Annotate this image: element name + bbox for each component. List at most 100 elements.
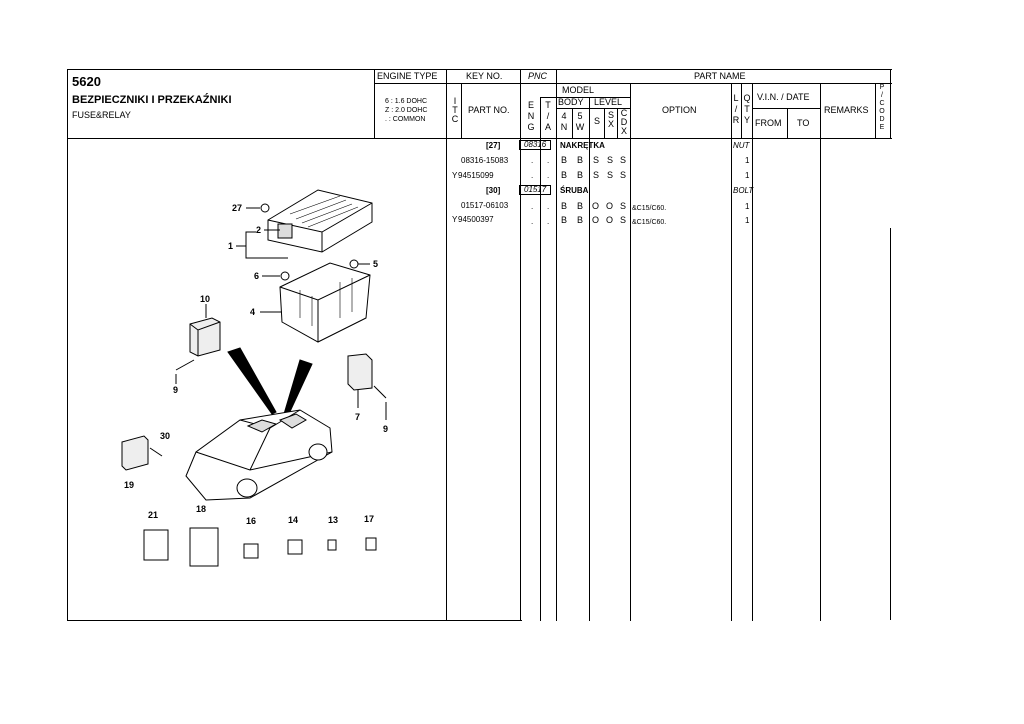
part-level-sx: O xyxy=(606,215,614,225)
part-ta: . xyxy=(547,217,550,226)
part-no: 94515099 xyxy=(458,171,494,180)
part-body-w: B xyxy=(577,215,584,225)
callout-1: 1 xyxy=(228,241,233,251)
callout-9a: 9 xyxy=(173,385,178,395)
header-divider-left xyxy=(67,138,447,139)
part-ta: . xyxy=(547,156,550,165)
header-eng-n: N xyxy=(527,111,535,121)
part-level-cdx: S xyxy=(620,215,627,225)
relay-18 xyxy=(189,527,219,567)
header-pcode-d: D xyxy=(879,116,885,123)
callout-10: 10 xyxy=(200,294,210,304)
header-part-name: PART NAME xyxy=(694,71,746,81)
header-body-n: N xyxy=(560,122,568,132)
col-eng-end xyxy=(540,97,541,621)
nut-5 xyxy=(349,259,359,269)
header-eng-e: E xyxy=(527,100,534,110)
callout-5: 5 xyxy=(373,259,378,269)
col-n-end xyxy=(572,108,573,138)
callout-2: 2 xyxy=(256,225,261,235)
callout-6: 6 xyxy=(254,271,259,281)
nut-6 xyxy=(280,271,290,281)
part-eng: . xyxy=(531,202,534,211)
callout-17: 17 xyxy=(364,514,374,524)
car-body xyxy=(185,409,333,501)
header-qty-t: T xyxy=(744,104,750,114)
header-qty-q: Q xyxy=(743,93,751,103)
group-key: [30] xyxy=(486,186,501,195)
header-body-4: 4 xyxy=(561,111,567,121)
header-pcode-e: E xyxy=(879,124,885,131)
part-itc: Y xyxy=(452,171,458,180)
part-ta: . xyxy=(547,202,550,211)
col-ta-end xyxy=(556,69,557,621)
engine-type-1: 6 : 1.6 DOHC xyxy=(385,98,428,105)
part-body-w: B xyxy=(577,170,584,180)
section-code: 5620 xyxy=(72,74,101,89)
callout-16: 16 xyxy=(246,516,256,526)
header-ta-t: T xyxy=(545,100,551,110)
header-level-s: S xyxy=(593,116,600,126)
col-partno-end xyxy=(520,69,521,621)
header-lr-r: R xyxy=(732,115,740,125)
part-level-s: O xyxy=(592,215,600,225)
part-eng: . xyxy=(531,171,534,180)
header-vin-date: V.I.N. / DATE xyxy=(757,92,810,102)
part-qty: 1 xyxy=(745,202,750,211)
engine-type-2: Z : 2.0 DOHC xyxy=(385,107,428,114)
group-name-pl: NAKRĘTKA xyxy=(560,141,605,150)
part-level-sx: S xyxy=(607,155,614,165)
relay-19 xyxy=(121,435,149,471)
part-itc: Y xyxy=(452,215,458,224)
part-level-sx: S xyxy=(607,170,614,180)
group-name-en: NUT xyxy=(733,141,750,150)
part-body-w: B xyxy=(577,201,584,211)
group-pnc: 08316 xyxy=(519,140,552,150)
col-remarks-end xyxy=(875,83,876,138)
header-pcode-c: C xyxy=(879,100,885,107)
part-level-s: S xyxy=(593,155,600,165)
part-no: 01517-06103 xyxy=(461,201,509,210)
header-qty-y: Y xyxy=(743,115,750,125)
part-level-cdx: S xyxy=(620,155,627,165)
header-ta-a: A xyxy=(544,122,551,132)
callout-27: 27 xyxy=(232,203,242,213)
header-remarks: REMARKS xyxy=(824,105,869,115)
col-itc xyxy=(461,83,462,138)
part-qty: 1 xyxy=(745,156,750,165)
vin-sub-line xyxy=(752,108,820,109)
table-header-bottom xyxy=(447,138,892,139)
header-body: BODY xyxy=(558,97,584,107)
engine-type-3: . : COMMON xyxy=(385,116,426,123)
part-body-n: B xyxy=(561,170,568,180)
part-qty: 1 xyxy=(745,216,750,225)
part-qty: 1 xyxy=(745,171,750,180)
callout-9b: 9 xyxy=(383,424,388,434)
callout-13: 13 xyxy=(328,515,338,525)
header-pcode-p: P xyxy=(879,84,885,91)
col-right-edge xyxy=(890,69,891,138)
part-option: &C15/C60. xyxy=(632,205,667,212)
header-part-no: PART NO. xyxy=(468,105,510,115)
fuse-17 xyxy=(365,537,377,551)
col-vin-end xyxy=(820,83,821,621)
part-level-sx: O xyxy=(606,201,614,211)
model-sub-line xyxy=(540,97,630,98)
header-from: FROM xyxy=(755,118,782,128)
part-level-cdx: S xyxy=(620,201,627,211)
part-no: 08316-15083 xyxy=(461,156,509,165)
callout-14: 14 xyxy=(288,515,298,525)
body-level-sub-line xyxy=(556,108,630,109)
nut-27 xyxy=(260,203,270,213)
part-level-cdx: S xyxy=(620,170,627,180)
header-pcode-slash: / xyxy=(881,92,883,99)
header-to: TO xyxy=(797,118,810,128)
part-level-s: O xyxy=(592,201,600,211)
fuse-box-cover xyxy=(267,189,373,253)
header-level: LEVEL xyxy=(594,97,623,107)
engine-type-label: ENGINE TYPE xyxy=(377,71,438,81)
part-ta: . xyxy=(547,171,550,180)
table-top-line xyxy=(447,69,892,70)
header-level-cdx: C D X xyxy=(620,108,628,136)
callout-19: 19 xyxy=(124,480,134,490)
